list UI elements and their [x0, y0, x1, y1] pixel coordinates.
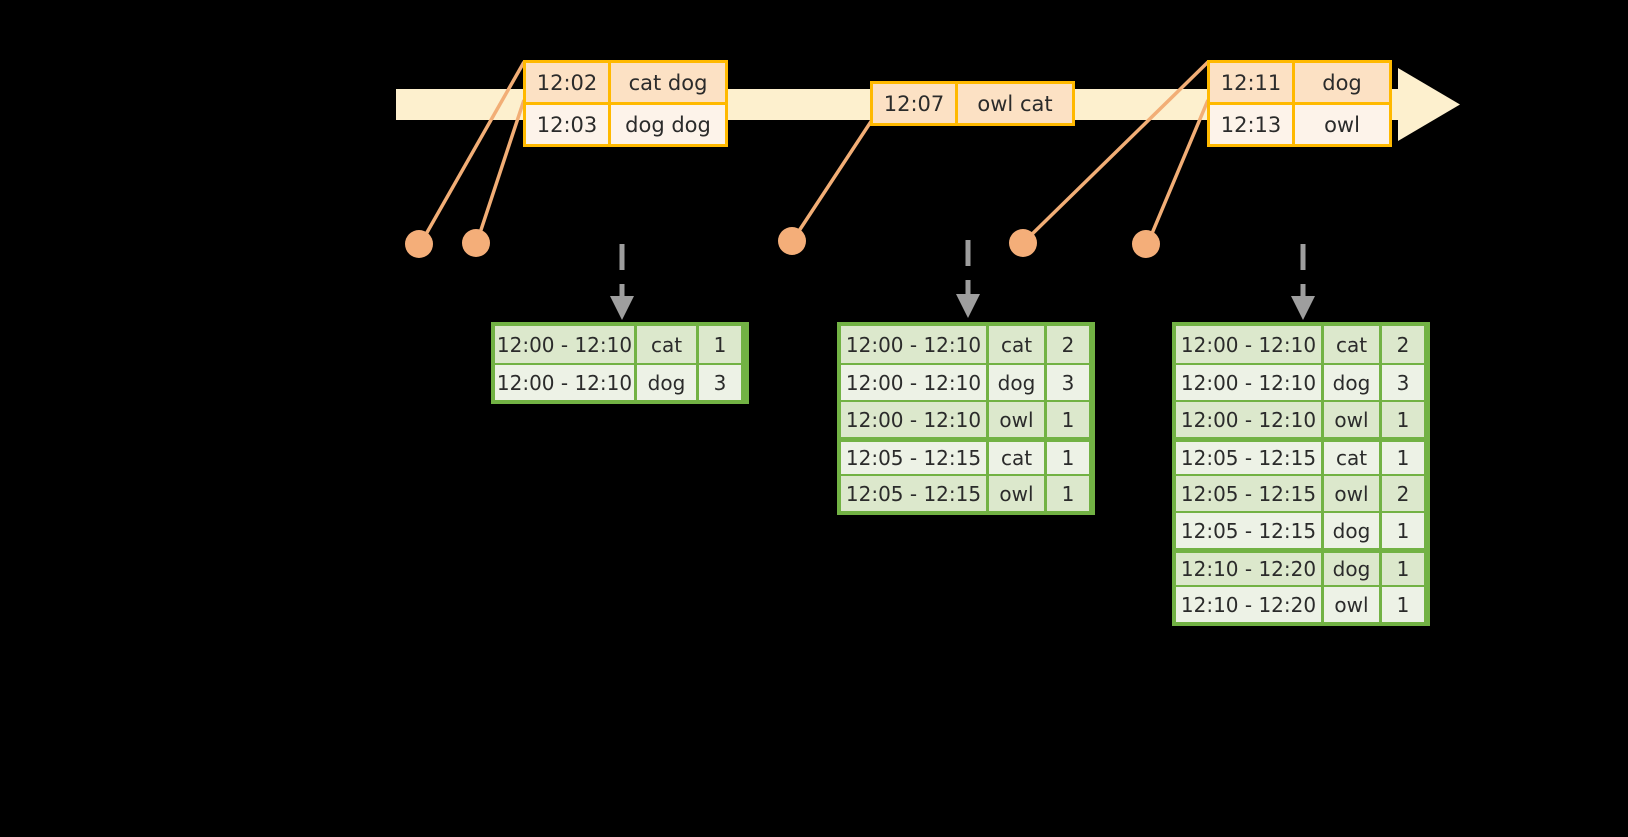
event-words: cat dog — [611, 63, 725, 102]
table-row[interactable]: 12:05 - 12:15 cat 1 — [1176, 437, 1426, 474]
event-time: 12:13 — [1210, 105, 1295, 144]
flow-arrow-3 — [1291, 244, 1315, 320]
cell-count: 1 — [1382, 553, 1424, 585]
cell-window: 12:00 - 12:10 — [495, 326, 637, 363]
cell-word: cat — [1324, 326, 1382, 363]
cell-window: 12:05 - 12:15 — [1176, 513, 1324, 548]
cell-word: dog — [1324, 513, 1382, 548]
connector-dot — [778, 227, 806, 255]
table-row[interactable]: 12:00 - 12:10 dog 3 — [841, 363, 1091, 400]
cell-word: cat — [1324, 442, 1382, 474]
flow-arrows — [610, 240, 1315, 320]
cell-window: 12:10 - 12:20 — [1176, 587, 1324, 622]
flow-arrow-2 — [956, 240, 980, 318]
event-words: owl — [1295, 105, 1389, 144]
cell-word: cat — [637, 326, 699, 363]
cell-count: 1 — [1047, 476, 1089, 511]
event-words: dog dog — [611, 105, 725, 144]
cell-word: dog — [989, 365, 1047, 400]
cell-count: 2 — [1382, 476, 1424, 511]
cell-count: 3 — [1047, 365, 1089, 400]
flow-arrow-1 — [610, 244, 634, 320]
cell-word: cat — [989, 442, 1047, 474]
cell-window: 12:05 - 12:15 — [1176, 476, 1324, 511]
table-row[interactable]: 12:10 - 12:20 owl 1 — [1176, 585, 1426, 622]
cell-window: 12:05 - 12:15 — [841, 442, 989, 474]
table-row[interactable]: 12:00 - 12:10 cat 1 — [495, 326, 745, 363]
connector-dots — [405, 227, 1160, 258]
cell-window: 12:05 - 12:15 — [841, 476, 989, 511]
cell-window: 12:00 - 12:10 — [841, 365, 989, 400]
event-group-2[interactable]: 12:07 owl cat — [870, 81, 1075, 126]
event-words: dog — [1295, 63, 1389, 102]
cell-count: 1 — [1382, 587, 1424, 622]
connector-dot — [405, 230, 433, 258]
event-group-3[interactable]: 12:11 dog 12:13 owl — [1207, 60, 1392, 147]
cell-count: 1 — [699, 326, 741, 363]
table-row[interactable]: 12:00 - 12:10 dog 3 — [495, 363, 745, 400]
cell-count: 3 — [1382, 365, 1424, 400]
cell-window: 12:00 - 12:10 — [841, 326, 989, 363]
connector-dot — [1132, 230, 1160, 258]
table-row[interactable]: 12:10 - 12:20 dog 1 — [1176, 548, 1426, 585]
cell-count: 1 — [1382, 402, 1424, 437]
cell-count: 2 — [1047, 326, 1089, 363]
table-row[interactable]: 12:00 - 12:10 cat 2 — [841, 326, 1091, 363]
event-row[interactable]: 12:13 owl — [1210, 102, 1389, 144]
cell-word: owl — [1324, 402, 1382, 437]
table-row[interactable]: 12:05 - 12:15 dog 1 — [1176, 511, 1426, 548]
table-row[interactable]: 12:00 - 12:10 owl 1 — [841, 400, 1091, 437]
cell-count: 1 — [1382, 513, 1424, 548]
cell-word: owl — [989, 402, 1047, 437]
event-time: 12:02 — [526, 63, 611, 102]
event-words: owl cat — [958, 84, 1072, 123]
connector-lines — [419, 60, 1210, 244]
cell-window: 12:00 - 12:10 — [495, 365, 637, 400]
connector-dot — [462, 229, 490, 257]
cell-word: cat — [989, 326, 1047, 363]
cell-word: owl — [1324, 476, 1382, 511]
table-row[interactable]: 12:05 - 12:15 owl 2 — [1176, 474, 1426, 511]
table-row[interactable]: 12:05 - 12:15 cat 1 — [841, 437, 1091, 474]
event-row[interactable]: 12:11 dog — [1210, 63, 1389, 102]
connector-dot — [1009, 229, 1037, 257]
cell-count: 1 — [1047, 442, 1089, 474]
cell-count: 3 — [699, 365, 741, 400]
table-row[interactable]: 12:05 - 12:15 owl 1 — [841, 474, 1091, 511]
cell-count: 2 — [1382, 326, 1424, 363]
event-row[interactable]: 12:07 owl cat — [873, 84, 1072, 123]
cell-count: 1 — [1047, 402, 1089, 437]
event-row[interactable]: 12:03 dog dog — [526, 102, 725, 144]
event-time: 12:11 — [1210, 63, 1295, 102]
event-time: 12:07 — [873, 84, 958, 123]
cell-window: 12:00 - 12:10 — [1176, 365, 1324, 400]
cell-word: dog — [1324, 365, 1382, 400]
event-group-1[interactable]: 12:02 cat dog 12:03 dog dog — [523, 60, 728, 147]
event-time: 12:03 — [526, 105, 611, 144]
cell-window: 12:00 - 12:10 — [1176, 326, 1324, 363]
cell-word: dog — [1324, 553, 1382, 585]
cell-word: owl — [1324, 587, 1382, 622]
table-row[interactable]: 12:00 - 12:10 dog 3 — [1176, 363, 1426, 400]
cell-window: 12:00 - 12:10 — [1176, 402, 1324, 437]
aggregate-table-2[interactable]: 12:00 - 12:10 cat 2 12:00 - 12:10 dog 3 … — [837, 322, 1095, 515]
aggregate-table-1[interactable]: 12:00 - 12:10 cat 1 12:00 - 12:10 dog 3 — [491, 322, 749, 404]
event-row[interactable]: 12:02 cat dog — [526, 63, 725, 102]
cell-window: 12:05 - 12:15 — [1176, 442, 1324, 474]
table-row[interactable]: 12:00 - 12:10 owl 1 — [1176, 400, 1426, 437]
cell-window: 12:00 - 12:10 — [841, 402, 989, 437]
cell-word: owl — [989, 476, 1047, 511]
cell-word: dog — [637, 365, 699, 400]
cell-count: 1 — [1382, 442, 1424, 474]
table-row[interactable]: 12:00 - 12:10 cat 2 — [1176, 326, 1426, 363]
aggregate-table-3[interactable]: 12:00 - 12:10 cat 2 12:00 - 12:10 dog 3 … — [1172, 322, 1430, 626]
cell-window: 12:10 - 12:20 — [1176, 553, 1324, 585]
